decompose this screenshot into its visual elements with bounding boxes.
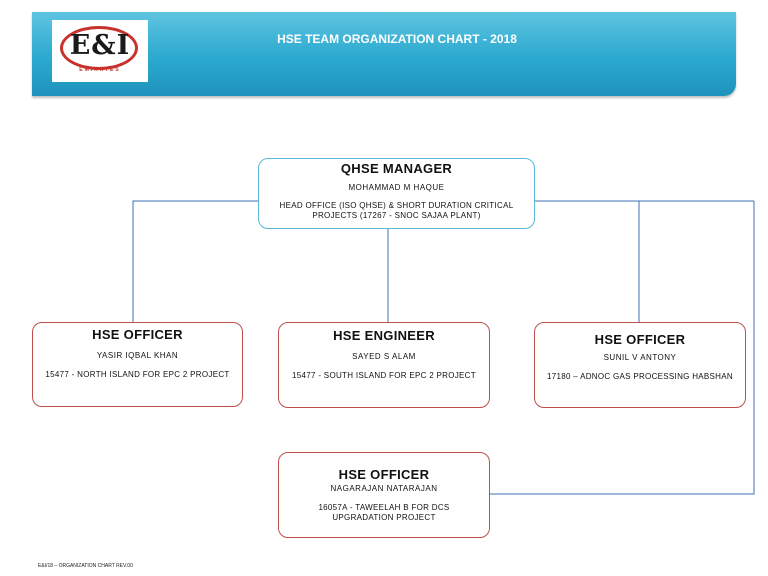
connector-to-officer-nagarajan <box>490 201 755 495</box>
person-name: SUNIL V ANTONY <box>603 353 677 362</box>
logo-mark: E&I <box>69 30 131 61</box>
header-banner: E&I EMIRATES HSE TEAM ORGANIZATION CHART… <box>32 12 736 96</box>
company-logo: E&I EMIRATES <box>52 20 148 82</box>
assignment-detail: 17180 – ADNOC GAS PROCESSING HABSHAN <box>547 372 733 381</box>
assignment-detail: HEAD OFFICE (ISO QHSE) & SHORT DURATION … <box>279 201 514 220</box>
role-title: HSE ENGINEER <box>333 328 435 343</box>
person-name: MOHAMMAD M HAQUE <box>348 183 445 192</box>
page-title: HSE TEAM ORGANIZATION CHART - 2018 <box>277 32 517 46</box>
role-title: HSE OFFICER <box>92 327 183 342</box>
logo-subtext: EMIRATES <box>79 67 121 73</box>
person-name: YASIR IQBAL KHAN <box>96 351 179 360</box>
staff-box-sayed: HSE ENGINEER SAYED S ALAM 15477 - SOUTH … <box>278 322 490 408</box>
assignment-detail: 15477 - NORTH ISLAND FOR EPC 2 PROJECT <box>45 370 230 379</box>
footer-revision: E&I/18 – ORGANIZATION CHART REV.00 <box>38 563 133 569</box>
person-name: SAYED S ALAM <box>352 352 416 361</box>
role-title: QHSE MANAGER <box>340 161 453 176</box>
person-name: NAGARAJAN NATARAJAN <box>330 484 438 493</box>
role-title: HSE OFFICER <box>594 332 686 347</box>
staff-box-nagarajan: HSE OFFICER NAGARAJAN NATARAJAN 16057A -… <box>278 452 490 538</box>
qhse-manager-box: QHSE MANAGER MOHAMMAD M HAQUE HEAD OFFIC… <box>258 158 535 229</box>
logo-ring <box>60 26 138 70</box>
role-title: HSE OFFICER <box>338 467 430 482</box>
staff-box-yasir: HSE OFFICER YASIR IQBAL KHAN 15477 - NOR… <box>32 322 243 407</box>
staff-box-sunil: HSE OFFICER SUNIL V ANTONY 17180 – ADNOC… <box>534 322 746 408</box>
assignment-detail: 16057A - TAWEELAH B FOR DCS UPGRADATION … <box>318 503 450 522</box>
connector-manager-to-left <box>132 200 258 322</box>
assignment-detail: 15477 - SOUTH ISLAND FOR EPC 2 PROJECT <box>292 371 476 380</box>
